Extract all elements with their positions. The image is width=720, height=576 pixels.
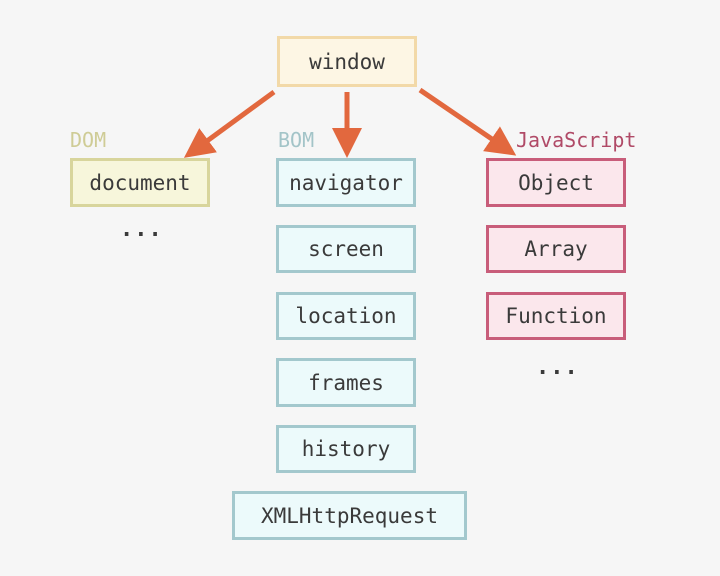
bom-group-label: BOM xyxy=(278,128,315,152)
navigator-node: navigator xyxy=(276,158,416,207)
location-node: location xyxy=(276,292,416,340)
function-node: Function xyxy=(486,292,626,340)
window-node: window xyxy=(277,36,417,87)
dom-group-label: DOM xyxy=(70,128,107,152)
object-node: Object xyxy=(486,158,626,207)
arrow-to-js xyxy=(418,87,517,156)
screen-node: screen xyxy=(276,225,416,273)
arrow-to-dom xyxy=(183,89,276,158)
xmlhttprequest-node: XMLHttpRequest xyxy=(232,491,467,540)
dom-ellipsis: ... xyxy=(120,217,163,242)
js-ellipsis: ... xyxy=(536,355,579,380)
javascript-group-label: JavaScript xyxy=(516,128,637,152)
frames-node: frames xyxy=(276,358,416,407)
document-node: document xyxy=(70,158,210,207)
array-node: Array xyxy=(486,225,626,273)
history-node: history xyxy=(276,425,416,473)
